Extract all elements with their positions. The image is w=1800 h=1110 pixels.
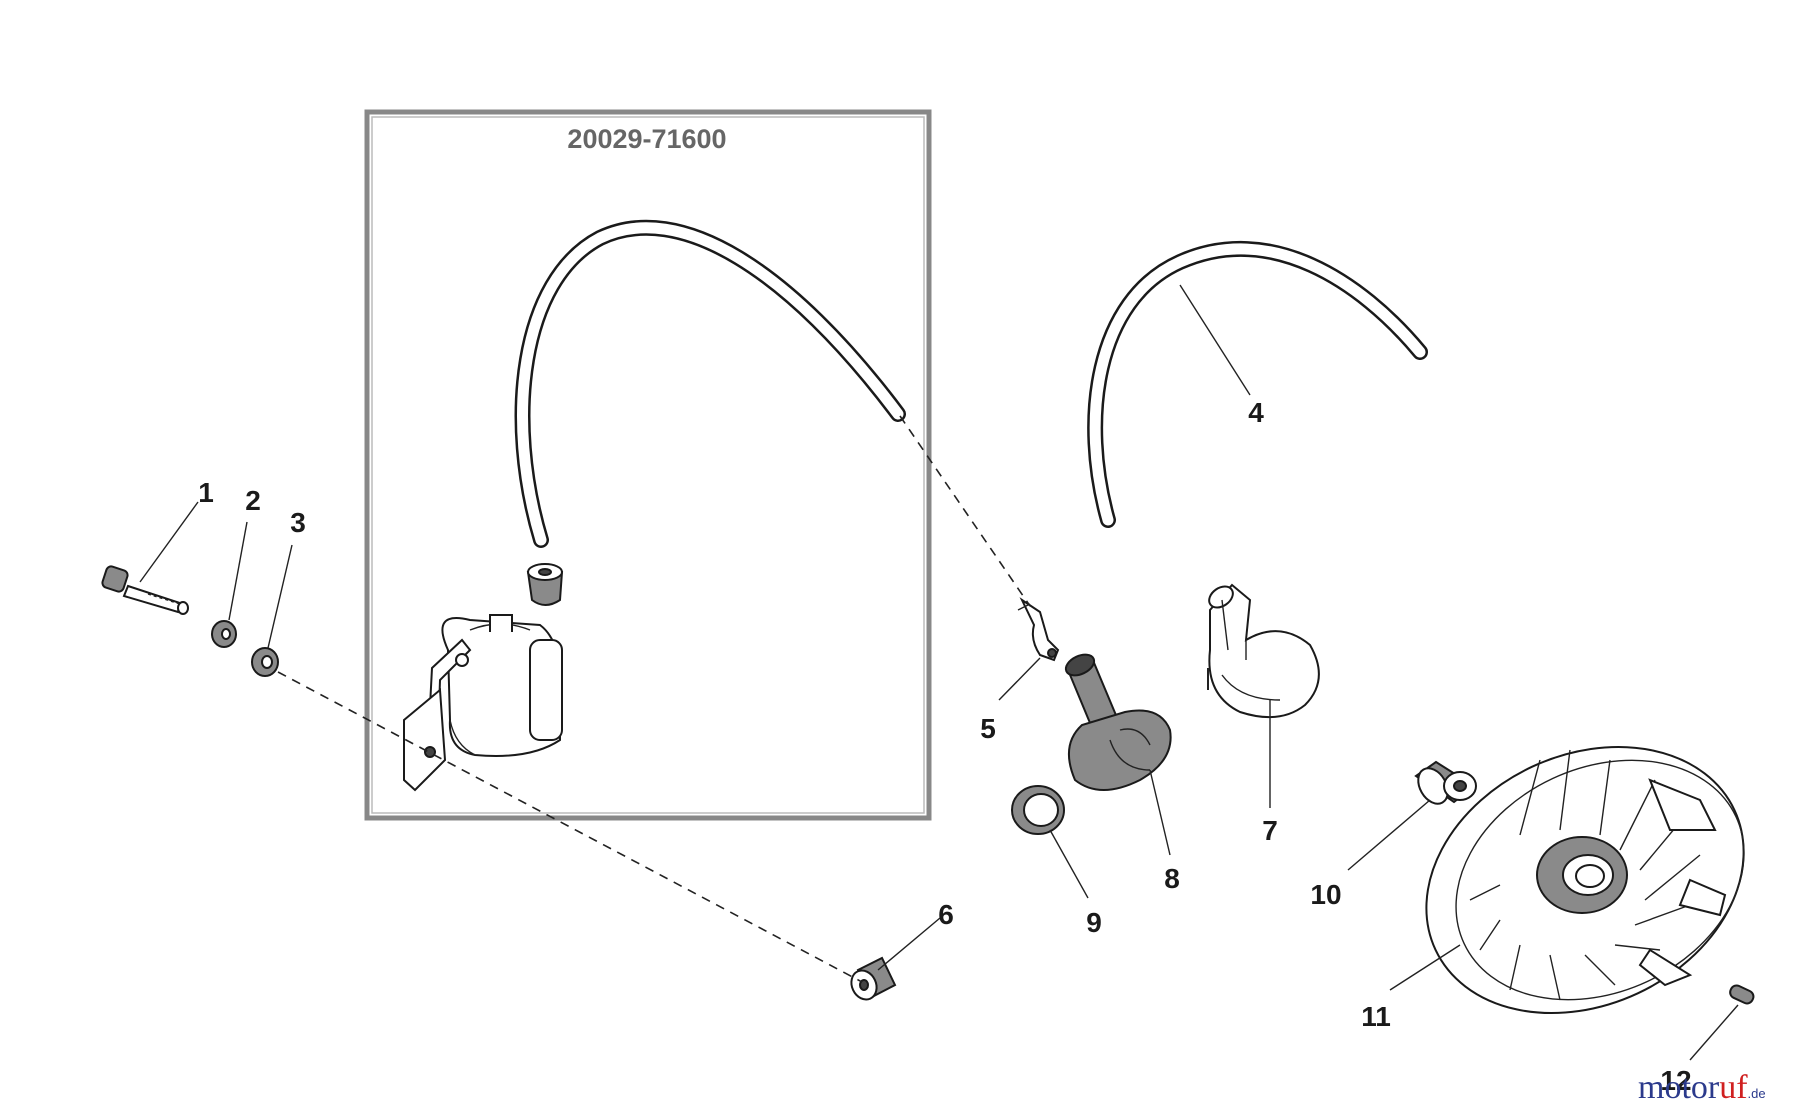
- callout-4: 4: [1248, 397, 1264, 428]
- callout-6: 6: [938, 899, 954, 930]
- watermark-tld: .de: [1748, 1086, 1766, 1101]
- flat-washer: [251, 647, 279, 677]
- watermark-brand-accent: uf: [1719, 1069, 1748, 1106]
- callout-11: 11: [1361, 1001, 1391, 1032]
- kit-part-number: 20029-71600: [567, 124, 726, 154]
- callout-9: 9: [1086, 907, 1102, 938]
- kit-frame: [364, 109, 932, 821]
- plug-cap: [1064, 653, 1172, 791]
- lock-washer: [211, 620, 237, 648]
- kit-ignition-coil: [403, 614, 563, 792]
- ignition-lead: [1087, 240, 1428, 528]
- callout-7: 7: [1262, 815, 1278, 846]
- leader-lines: [139, 284, 1739, 1061]
- flywheel: [1425, 745, 1745, 1015]
- callout-3: 3: [290, 507, 306, 538]
- kit-ignition-lead: [514, 219, 906, 548]
- callout-numbers: 1 2 3 4 5 6 7 8 9 10 11 12: [198, 397, 1691, 1096]
- spacer: [850, 956, 897, 1001]
- callout-5: 5: [980, 713, 996, 744]
- watermark-text: motoruf.de: [1638, 1069, 1766, 1106]
- assembly-lines: [277, 415, 1031, 983]
- watermark-brand-main: motor: [1638, 1069, 1720, 1106]
- plug-cover: [1207, 583, 1320, 719]
- woodruff-key: [1729, 984, 1755, 1005]
- callout-12: 12: [1660, 1065, 1691, 1096]
- site-watermark: motoruf.de: [1638, 1069, 1766, 1106]
- callout-10: 10: [1310, 879, 1341, 910]
- spring-terminal: [1017, 597, 1060, 662]
- kit-grommet: [526, 563, 564, 606]
- callout-8: 8: [1164, 863, 1180, 894]
- callout-2: 2: [245, 485, 261, 516]
- callout-1: 1: [198, 477, 214, 508]
- bolt: [101, 565, 189, 615]
- flywheel-nut: [1414, 760, 1477, 805]
- rubber-ring: [1011, 785, 1065, 835]
